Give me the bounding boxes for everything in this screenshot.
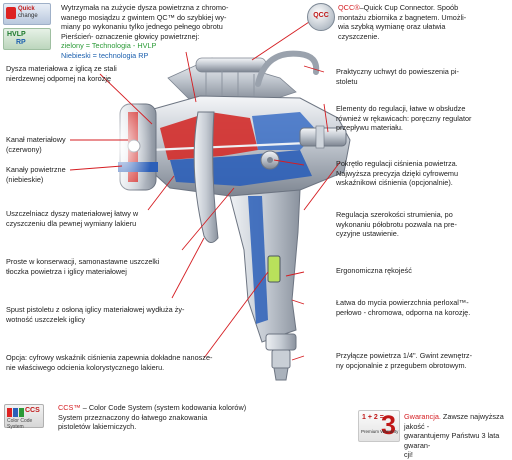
callout-trigger: Spust pistoletu z osłoną iglicy materiał… xyxy=(6,305,185,324)
rp-logo-text: RP xyxy=(16,39,26,46)
trigger xyxy=(193,111,219,243)
callout-material-nozzle: Dysza materiałowa z iglicą ze stali nier… xyxy=(6,64,117,83)
ccs-logo-sub: Color Code System xyxy=(7,418,33,430)
callout-maintenance: Proste w konserwacji, samonastawne uszcz… xyxy=(6,257,160,276)
callout-ergonomic: Ergonomiczna rękojeść xyxy=(336,266,412,275)
callout-material-channel: Kanał materiałowy (czerwony) xyxy=(6,135,66,154)
air-connection xyxy=(265,333,297,381)
nozzle-icon xyxy=(6,7,16,19)
qcc-logo-text: QCC xyxy=(313,12,329,19)
guarantee-logo-small: 1 + 2 = xyxy=(362,414,384,421)
callout-surface: Łatwa do mycia powierzchnia perloxal™- p… xyxy=(336,298,471,317)
ccs-logo: CCS Color Code System xyxy=(4,404,44,430)
pressure-knob xyxy=(260,150,280,170)
color-swatch-icon xyxy=(19,408,24,417)
callout-ccs: CCS™ – Color Code System (system kodowan… xyxy=(58,403,247,432)
quick-change-logo-line1: Quick xyxy=(18,6,35,12)
hvlp-logo-text: HVLP xyxy=(7,31,26,38)
callout-air-connection: Przyłącze powietrza 1/4". Gwint zewnętrz… xyxy=(336,351,473,370)
callout-nozzle-change: Wytrzymała na zużycie dysza powietrzna z… xyxy=(61,3,229,60)
qcc-logo: QCC xyxy=(307,3,335,31)
hanging-hook xyxy=(255,50,320,87)
callout-seal: Uszczelniacz dyszy materiałowej łatwy w … xyxy=(6,209,139,228)
hvlp-rp-logo: HVLP RP xyxy=(3,28,51,50)
callout-qcc: QCC®–Quick Cup Connector. Spoób montażu … xyxy=(338,3,467,41)
color-swatch-icon xyxy=(13,408,18,417)
guarantee-logo: 1 + 2 = 3 Premium Warranty xyxy=(358,410,400,442)
digital-display xyxy=(267,255,281,283)
guarantee-logo-big: 3 xyxy=(381,410,397,440)
callout-digital-gauge: Opcja: cyfrowy wskaźnik ciśnienia zapewn… xyxy=(6,353,213,372)
color-swatch-icon xyxy=(7,408,12,417)
material-regulator xyxy=(299,125,347,149)
callout-holder: Praktyczny uchwyt do powieszenia pi- sto… xyxy=(336,67,459,86)
handle xyxy=(229,189,301,343)
callout-pressure-knob: Pokrętło regulacji ciśnienia powietrza. … xyxy=(336,159,459,188)
ccs-logo-text: CCS xyxy=(25,407,40,414)
callout-spray-width: Regulacja szerokości strumienia, po wyko… xyxy=(336,210,457,239)
quick-change-logo-line2: change xyxy=(18,13,38,19)
quick-change-logo: Quick change xyxy=(3,3,51,25)
callout-air-channels: Kanały powietrzne (niebieskie) xyxy=(6,165,66,184)
guarantee-logo-sub: Premium Warranty xyxy=(361,429,399,434)
callout-controls: Elementy do regulacji, łatwe w obsłudze … xyxy=(336,104,472,133)
